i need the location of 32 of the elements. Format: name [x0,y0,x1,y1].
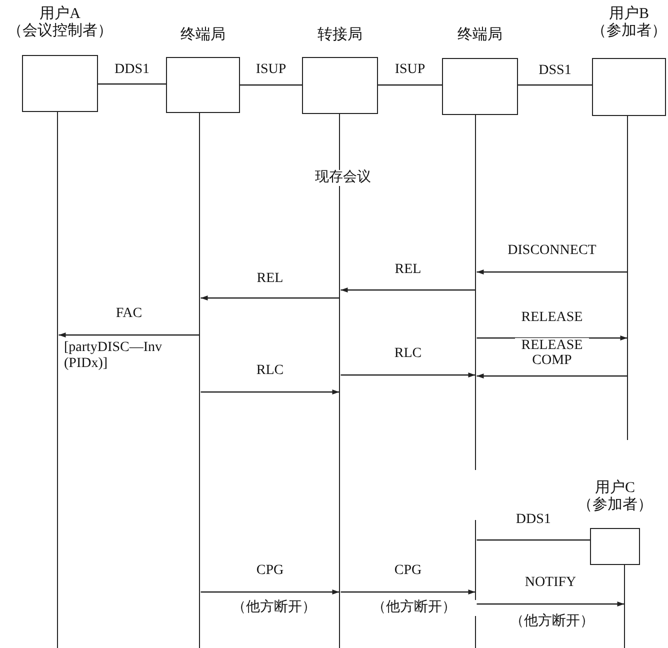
lifeline [199,113,200,648]
entity-box [442,58,518,115]
participant-label: （参加者） [592,23,666,40]
lifeline [624,565,626,648]
participant-label: 用户C [594,480,635,496]
entity-box [590,528,640,565]
message-arrow [58,332,200,338]
message-arrow [200,590,340,594]
message-arrow [340,372,476,378]
participant-label: 终端局 [180,27,226,44]
participant-label: （会议控制者） [8,23,112,40]
participant-label: 用户B [608,6,649,22]
message-arrow [200,296,340,300]
message-arrow [476,336,628,340]
message-arrow [476,270,628,274]
lifeline [475,115,476,470]
message-arrow [476,602,624,606]
lifeline [57,112,58,648]
entity-box [166,57,240,113]
participant-label: 转接局 [318,27,362,44]
participant-label: 终端局 [458,27,502,44]
entity-box [22,55,98,112]
lifeline [339,114,340,648]
message-arrow [340,288,476,292]
message-arrow [340,590,476,594]
message-arrow [476,374,628,378]
entity-box [592,58,666,116]
participant-label: 用户A [40,6,80,22]
participant-label: （参加者） [578,497,652,514]
lifeline [627,116,628,440]
entity-box [302,57,378,114]
message-arrow [200,390,340,394]
